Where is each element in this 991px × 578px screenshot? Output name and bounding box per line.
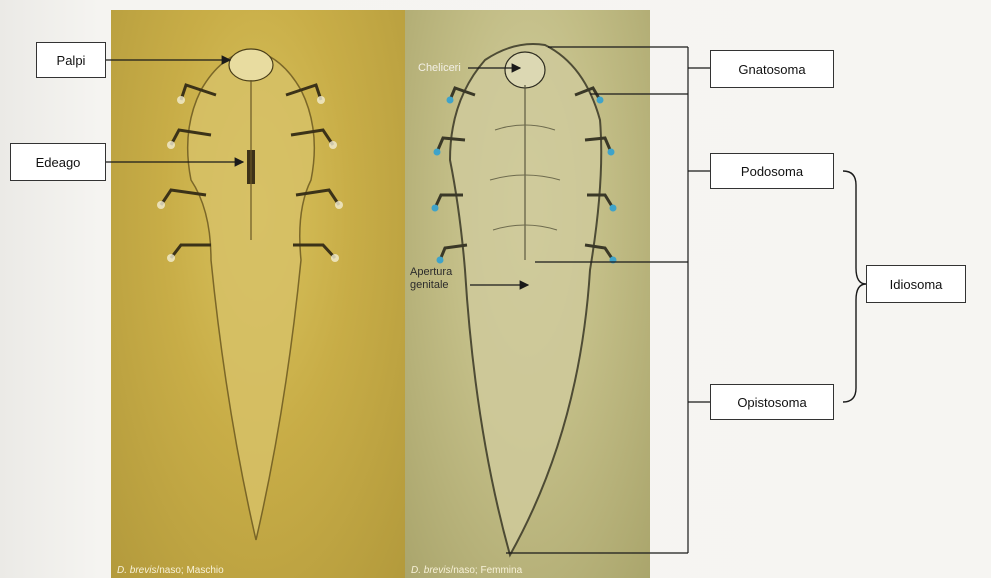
label-opistosoma: Opistosoma [710,384,834,420]
label-gnatosoma: Gnatosoma [710,50,834,88]
label-apertura-line2: genitale [410,279,452,292]
label-idiosoma-text: Idiosoma [890,277,943,292]
label-podosoma: Podosoma [710,153,834,189]
label-edeago-text: Edeago [36,155,81,170]
label-palpi-text: Palpi [57,53,86,68]
label-podosoma-text: Podosoma [741,164,803,179]
label-palpi: Palpi [36,42,106,78]
label-apertura-line1: Apertura [410,266,452,279]
label-edeago: Edeago [10,143,106,181]
idiosoma-brace [843,171,866,402]
label-apertura-genitale: Apertura genitale [410,266,452,292]
label-idiosoma: Idiosoma [866,265,966,303]
label-cheliceri-text: Cheliceri [418,62,461,74]
label-opistosoma-text: Opistosoma [737,395,806,410]
label-cheliceri: Cheliceri [418,62,461,75]
label-gnatosoma-text: Gnatosoma [738,62,805,77]
